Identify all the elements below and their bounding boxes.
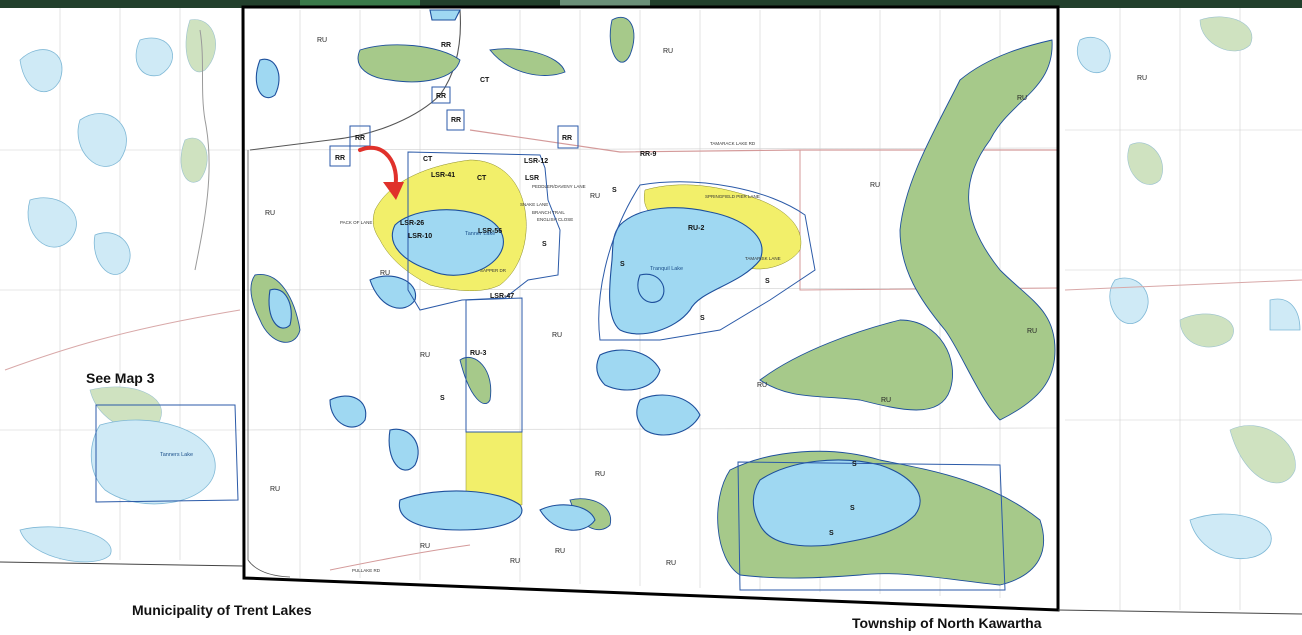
see-map-label: See Map 3 xyxy=(86,370,155,386)
zone-label: S xyxy=(765,278,770,285)
zone-label: RU xyxy=(552,332,562,339)
zone-label: RU xyxy=(1137,75,1147,82)
zone-label: CT xyxy=(480,77,490,84)
zone-label: RU xyxy=(1027,328,1037,335)
zone-label: LSR-10 xyxy=(408,233,432,240)
township-label: Township of North Kawartha xyxy=(852,615,1042,631)
road-label: BRANCH TRAIL xyxy=(532,210,565,215)
zone-label: RU xyxy=(666,560,676,567)
zone-label: RU xyxy=(270,486,280,493)
outer-roads xyxy=(4,29,1302,371)
road-label: TAMARISK LANE xyxy=(745,256,781,261)
zone-label: CT xyxy=(477,175,487,182)
zone-label: RU xyxy=(1017,95,1027,102)
satellite-strip xyxy=(0,0,1302,8)
zone-label: RR xyxy=(436,93,446,100)
road-label: ENGLISH CLOSE xyxy=(537,217,573,222)
zone-label: LSR-41 xyxy=(431,172,455,179)
zone-label: S xyxy=(440,395,445,402)
road-label: TAMARACK LAKE RD xyxy=(710,141,756,146)
zone-label: RU xyxy=(380,270,390,277)
zone-label: RR xyxy=(451,117,461,124)
boundary-east-extension xyxy=(1057,609,1302,615)
water-bodies xyxy=(255,9,921,547)
zone-label: RU xyxy=(555,548,565,555)
zone-labels: RU RU RU RU RU RU RU RU RU RU RU RU RU R… xyxy=(265,37,1147,567)
zone-label: RU xyxy=(317,37,327,44)
satellite-patch xyxy=(560,0,650,8)
highlight-arrow xyxy=(358,145,404,200)
zone-label: RR xyxy=(335,155,345,162)
road-label: PACK OF LANE xyxy=(340,220,372,225)
zone-label: RU xyxy=(510,558,520,565)
lake-label: Tanner Lake xyxy=(465,231,495,237)
zone-label: LSR-12 xyxy=(524,158,548,165)
zone-label: RR xyxy=(441,42,451,49)
municipality-label: Municipality of Trent Lakes xyxy=(132,602,312,618)
zone-label: S xyxy=(700,315,705,322)
satellite-patch xyxy=(300,0,420,8)
zone-label: RU xyxy=(881,397,891,404)
zone-label: RU xyxy=(757,382,767,389)
zone-label: RU xyxy=(870,182,880,189)
zone-label: LSR-47 xyxy=(490,293,514,300)
zone-label: LSR-56 xyxy=(478,228,502,235)
zone-label: CT xyxy=(423,156,433,163)
road-label: PEDDLER/DAVENY LANE xyxy=(532,184,586,189)
zone-label: RU xyxy=(590,193,600,200)
zone-label: S xyxy=(612,187,617,194)
zone-label: RR xyxy=(562,135,572,142)
zone-label: S xyxy=(850,505,855,512)
road-labels: PEDDLER/DAVENY LANE SNAKE LANE BRANCH TR… xyxy=(340,141,781,573)
zone-label: RU xyxy=(663,48,673,55)
road-label: SPRINGFIELD PIER LANE xyxy=(705,194,760,199)
lake-label: Tanners Lake xyxy=(160,452,193,458)
outer-features xyxy=(19,16,1301,563)
road-label: SAPPER DR xyxy=(480,268,507,273)
zone-label: S xyxy=(852,461,857,468)
zone-label: RU xyxy=(595,471,605,478)
road-label: PULLAKE RD xyxy=(352,568,381,573)
zoning-outlines xyxy=(95,86,1006,591)
boundary-west-extension xyxy=(0,561,244,567)
zone-label: RU-3 xyxy=(470,350,486,357)
zone-label: LSR-26 xyxy=(400,220,424,227)
zone-label: S xyxy=(620,261,625,268)
zone-label: LSR xyxy=(525,175,539,182)
lake-label: Tranquil Lake xyxy=(650,266,683,272)
zone-label: RR-9 xyxy=(640,151,656,158)
zone-label: RU xyxy=(265,210,275,217)
zone-label: S xyxy=(542,241,547,248)
zone-label: RU xyxy=(420,543,430,550)
zone-label: RU xyxy=(420,352,430,359)
road-label: SNAKE LANE xyxy=(520,202,548,207)
zone-label: RU-2 xyxy=(688,225,704,232)
zone-label: RR xyxy=(355,135,365,142)
zone-label: S xyxy=(829,530,834,537)
